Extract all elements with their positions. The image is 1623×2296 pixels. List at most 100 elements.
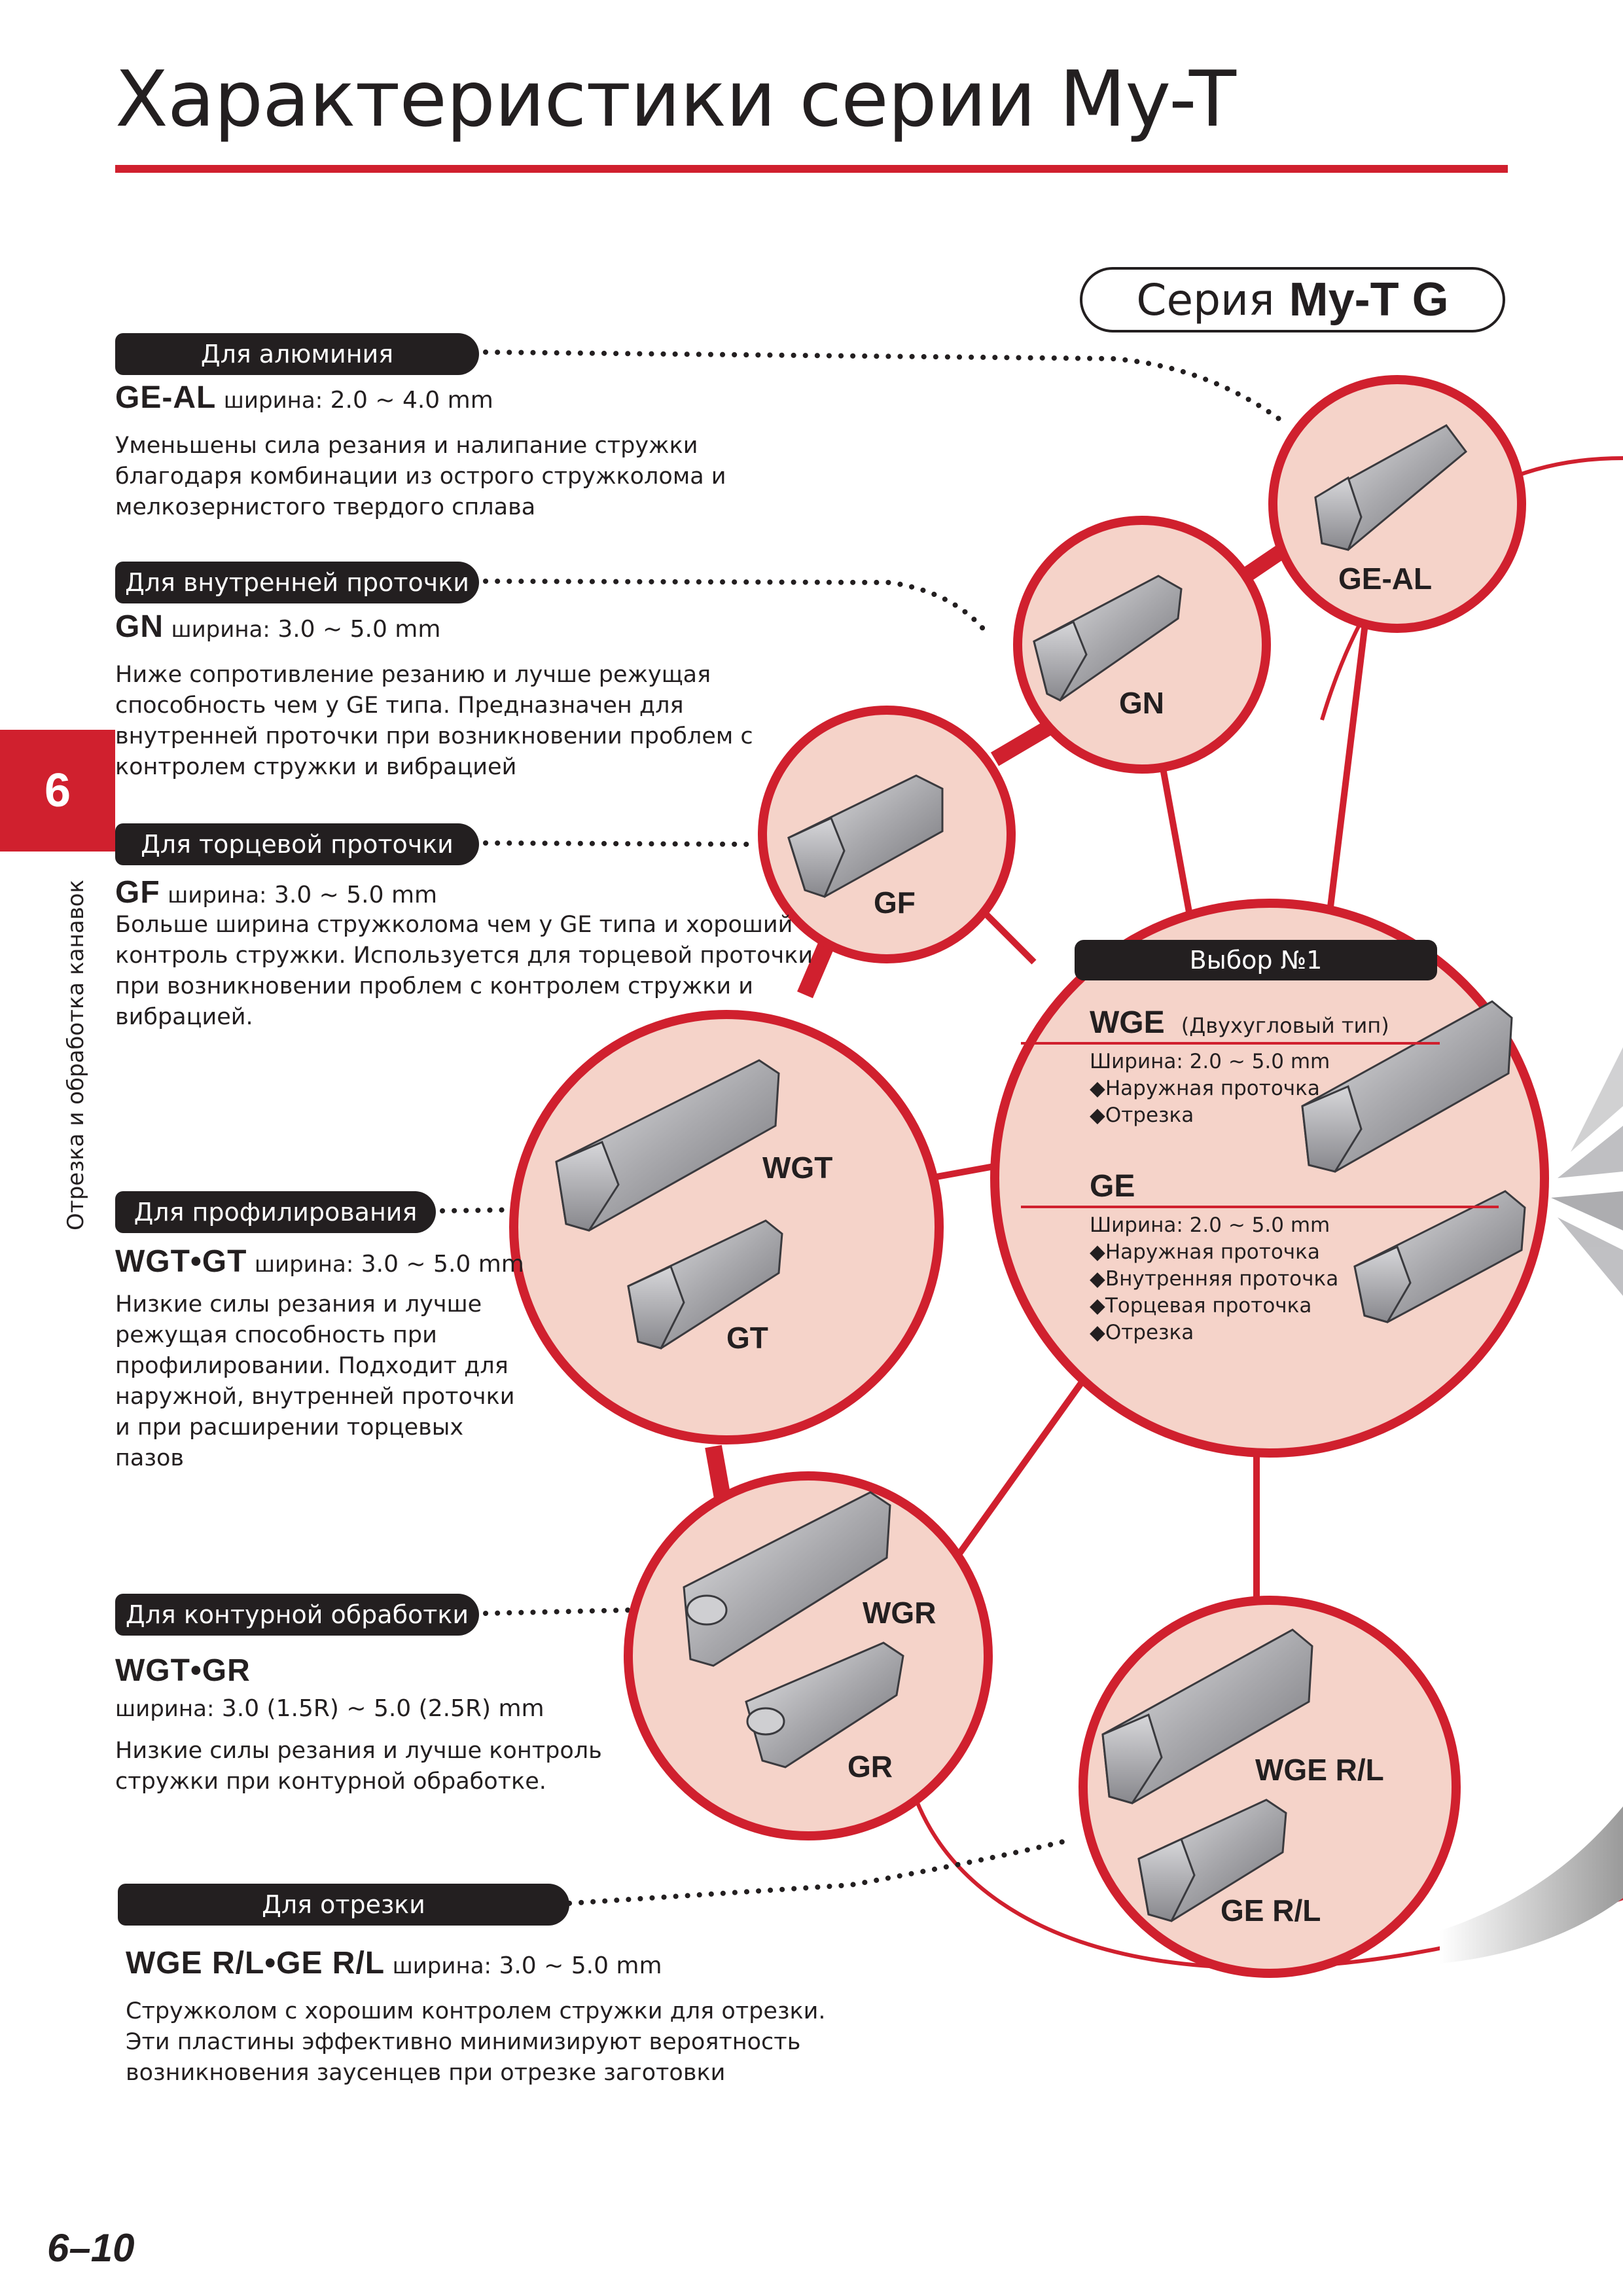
insert-ge-rl-icon: [1137, 1799, 1287, 1922]
page-number: 6–10: [47, 2226, 135, 2270]
circle-choice: [990, 899, 1549, 1458]
choice-ge-use: ◆Торцевая проточка: [1090, 1294, 1312, 1318]
insert-gn-icon: [1033, 575, 1183, 702]
insert-wge-icon: [1301, 1000, 1513, 1173]
tag-choice-1: Выбор №1: [1075, 940, 1437, 980]
series-badge: Серия My-T G: [1080, 267, 1505, 332]
desc-line: мелкозернистого твердого сплава: [115, 494, 536, 520]
choice-wge-subtitle: (Двухугловый тип): [1181, 1013, 1389, 1038]
desc-line: Ниже сопротивление резанию и лучше режущ…: [115, 662, 711, 688]
tag-contouring: Для контурной обработки: [115, 1594, 479, 1636]
desc-line: профилировании. Подходит для: [115, 1353, 508, 1379]
circle-wgt-gt: [509, 1010, 944, 1444]
width-value: 3.0 (1.5R) ~ 5.0 (2.5R) mm: [221, 1695, 544, 1722]
desc-line: возникновения заусенцев при отрезке заго…: [126, 2060, 726, 2086]
series-prefix: Серия: [1136, 274, 1275, 325]
code: WGT•GR: [115, 1653, 251, 1688]
label-gn: GN: [1119, 686, 1164, 720]
insert-ge-al-icon: [1314, 424, 1468, 551]
label-wgr: WGR: [863, 1596, 936, 1630]
desc-gn: Ниже сопротивление резанию и лучше режущ…: [115, 660, 753, 783]
code: GN: [115, 609, 164, 644]
width-value: 3.0 ~ 5.0 mm: [277, 616, 441, 643]
choice-ge-heading: GE: [1090, 1168, 1135, 1204]
series-name: My-T G: [1289, 274, 1449, 326]
choice-wge-heading: WGE (Двухугловый тип): [1090, 1005, 1389, 1041]
desc-line: способность чем у GE типа. Предназначен …: [115, 692, 684, 719]
desc-line: Уменьшены сила резания и налипание струж…: [115, 433, 698, 459]
width-label: ширина:: [392, 1953, 491, 1979]
tag-internal-grooving: Для внутренней проточки: [115, 562, 479, 603]
width-label: ширина:: [115, 1696, 215, 1722]
title-rule: [115, 165, 1508, 173]
spec-wgt-gr-width: ширина: 3.0 (1.5R) ~ 5.0 (2.5R) mm: [115, 1695, 544, 1722]
desc-gf: Больше ширина стружколома чем у GE типа …: [115, 910, 813, 1033]
grey-swoosh: [1440, 1806, 1623, 1964]
choice-wge-use: ◆Отрезка: [1090, 1103, 1194, 1127]
desc-ge-al: Уменьшены сила резания и налипание струж…: [115, 431, 726, 523]
desc-line: вибрацией.: [115, 1004, 253, 1030]
choice-wge-title: WGE: [1090, 1005, 1165, 1040]
choice-ge-title: GE: [1090, 1169, 1135, 1204]
code: WGE R/L•GE R/L: [126, 1946, 385, 1981]
label-wge-rl: WGE R/L: [1255, 1753, 1384, 1787]
circle-wgr-gr: [624, 1471, 993, 1840]
label-gf: GF: [874, 886, 916, 920]
label-gr: GR: [847, 1749, 893, 1784]
code: GE-AL: [115, 380, 217, 415]
desc-line: режущая способность при: [115, 1322, 437, 1348]
spec-ge-al: GE-AL ширина: 2.0 ~ 4.0 mm: [115, 380, 493, 416]
label-wgt: WGT: [762, 1151, 832, 1185]
spec-wge-ge-rl: WGE R/L•GE R/L ширина: 3.0 ~ 5.0 mm: [126, 1945, 662, 1981]
width-value: 3.0 ~ 5.0 mm: [361, 1251, 524, 1278]
choice-ge-use: ◆Внутренняя проточка: [1090, 1267, 1339, 1291]
desc-line: контролем стружки и вибрацией: [115, 754, 517, 780]
desc-line: и при расширении торцевых: [115, 1414, 464, 1441]
tag-face-grooving: Для торцевой проточки: [115, 823, 479, 865]
desc-wgt-gt: Низкие силы резания и лучше режущая спос…: [115, 1289, 515, 1474]
width-label: ширина:: [171, 617, 270, 643]
insert-gr-icon: [745, 1641, 904, 1768]
desc-line: контроль стружки. Используется для торце…: [115, 942, 813, 969]
width-value: 3.0 ~ 5.0 mm: [274, 882, 438, 908]
desc-line: Стружколом с хорошим контролем стружки д…: [126, 1998, 826, 2024]
choice-ge-details: Ширина: 2.0 ~ 5.0 mm ◆Наружная проточка …: [1090, 1212, 1338, 1346]
spec-gf: GF ширина: 3.0 ~ 5.0 mm: [115, 874, 437, 910]
choice-ge-use: ◆Отрезка: [1090, 1321, 1194, 1344]
insert-icons: [555, 424, 1526, 1922]
label-ge-rl: GE R/L: [1221, 1893, 1321, 1928]
insert-gf-icon: [787, 774, 944, 898]
desc-line: пазов: [115, 1445, 184, 1471]
spec-wgt-gt: WGT•GT ширина: 3.0 ~ 5.0 mm: [115, 1244, 524, 1280]
width-label: ширина:: [254, 1251, 354, 1278]
label-gt: GT: [726, 1321, 768, 1355]
desc-line: Низкие силы резания и лучше контроль: [115, 1738, 602, 1764]
insert-gt-icon: [627, 1219, 783, 1350]
tag-parting: Для отрезки: [118, 1884, 569, 1926]
desc-wge-ge-rl: Стружколом с хорошим контролем стружки д…: [126, 1996, 826, 2089]
grey-fan: [1551, 1047, 1623, 1296]
code: GF: [115, 875, 160, 910]
tag-profiling: Для профилирования: [115, 1191, 436, 1233]
chapter-tab: 6: [0, 730, 115, 852]
code: WGT•GT: [115, 1244, 247, 1279]
choice-wge-details: Ширина: 2.0 ~ 5.0 mm ◆Наружная проточка …: [1090, 1049, 1330, 1129]
desc-line: Низкие силы резания и лучше: [115, 1291, 482, 1318]
width-label: ширина:: [168, 882, 267, 908]
desc-wgt-gr: Низкие силы резания и лучше контроль стр…: [115, 1736, 602, 1797]
insert-wgr-icon: [683, 1491, 891, 1667]
desc-line: Больше ширина стружколома чем у GE типа …: [115, 912, 793, 938]
desc-line: при возникновении проблем с контролем ст…: [115, 973, 753, 999]
page-title: Характеристики серии My-T: [115, 54, 1236, 144]
desc-line: Эти пластины эффективно минимизируют вер…: [126, 2029, 801, 2055]
width-value: 2.0 ~ 4.0 mm: [330, 387, 493, 414]
desc-line: благодаря комбинации из острого стружкол…: [115, 463, 726, 490]
choice-wge-width: Ширина: 2.0 ~ 5.0 mm: [1090, 1050, 1330, 1073]
choice-ge-width: Ширина: 2.0 ~ 5.0 mm: [1090, 1213, 1330, 1237]
spec-gn: GN ширина: 3.0 ~ 5.0 mm: [115, 609, 440, 645]
label-ge-al: GE-AL: [1338, 562, 1432, 596]
choice-ge-use: ◆Наружная проточка: [1090, 1240, 1320, 1264]
insert-wgt-icon: [555, 1059, 780, 1232]
spec-wgt-gr: WGT•GR: [115, 1653, 251, 1689]
